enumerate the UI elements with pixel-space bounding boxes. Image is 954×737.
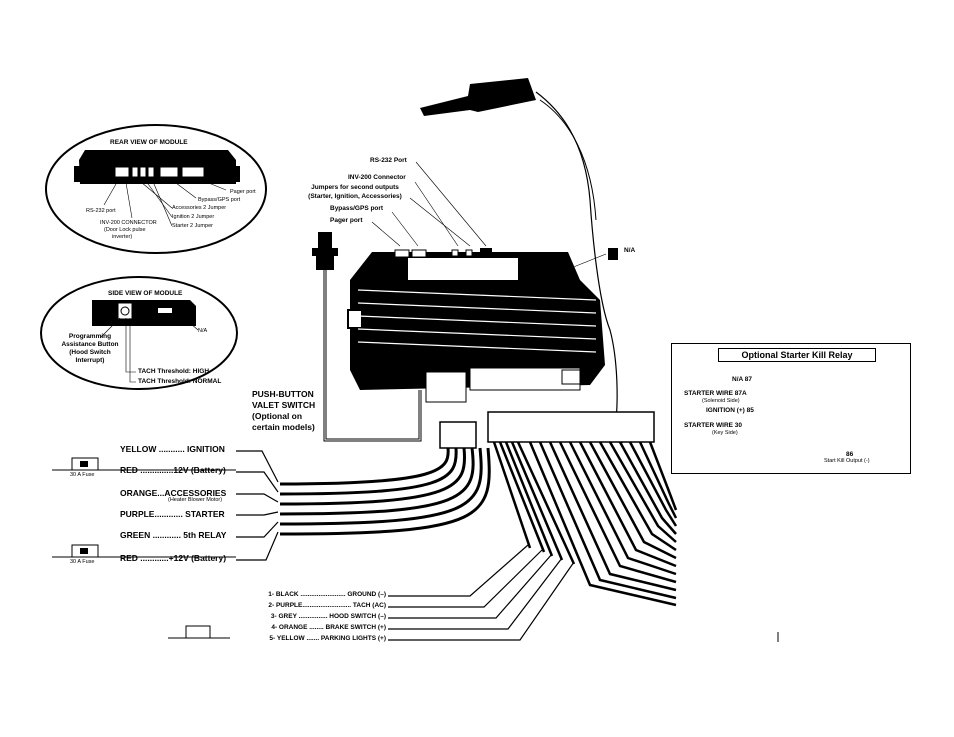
power-wire-orange-sub: (Heater Blower Motor) <box>168 497 223 503</box>
rear-view-title: REAR VIEW OF MODULE <box>110 139 188 146</box>
input-wire-3: 3- GREY ................ HOOD SWITCH (–) <box>270 613 386 620</box>
input-wire-4: 4- ORANGE ........ BRAKE SWITCH (+) <box>271 624 386 631</box>
input-wire-1: 1- BLACK ......................... GROUN… <box>268 591 386 598</box>
na-label: N/A <box>624 247 636 254</box>
valet-switch <box>312 232 422 442</box>
power-wire-purple: PURPLE............ STARTER <box>120 509 225 519</box>
power-wire-green: GREEN ............ 5th RELAY <box>120 530 227 540</box>
relay-sw30: STARTER WIRE 30 <box>684 422 743 429</box>
prog-button-label-4: Interrupt) <box>75 357 105 364</box>
relay-sw87a: STARTER WIRE 87A <box>684 390 747 397</box>
fuse-label-1: 30 A Fuse <box>70 472 95 478</box>
rear-starter-jumper: Starter 2 Jumper <box>172 223 213 229</box>
relay-sw30-sub: (Key Side) <box>712 430 738 436</box>
rear-inv200-label: INV-200 CONNECTOR <box>100 220 157 226</box>
jumpers-label-1: Jumpers for second outputs <box>311 184 399 191</box>
power-wire-arrows <box>236 450 279 561</box>
power-wire-red: RED ..............12V (Battery) <box>120 465 226 475</box>
input-wire-arrows <box>388 544 575 641</box>
valet-label-2: VALET SWITCH <box>252 400 316 410</box>
rs232-port-label: RS-232 Port <box>370 157 407 164</box>
rear-view-module <box>45 124 267 254</box>
relay-panel <box>671 343 911 474</box>
bypass-gps-port-label: Bypass/GPS port <box>330 205 384 212</box>
valet-label-4: certain models) <box>252 422 315 432</box>
tach-high-label: TACH Threshold: HIGH <box>138 368 210 375</box>
side-view-module <box>40 276 238 390</box>
power-wire-orange: ORANGE...ACCESSORIES <box>120 488 227 498</box>
valet-label-1: PUSH-BUTTON <box>252 389 314 399</box>
rear-ignition-jumper: Ignition 2 Jumper <box>172 214 215 220</box>
fuse-icon <box>52 457 236 639</box>
relay-na87: N/A 87 <box>732 376 752 383</box>
side-view-title: SIDE VIEW OF MODULE <box>108 290 183 297</box>
fuse-label-2: 30 A Fuse <box>70 559 95 565</box>
inv200-connector-label: INV-200 Connector <box>348 174 406 181</box>
rear-inv200-sub2: inverter) <box>112 234 133 240</box>
input-wire-5: 5- YELLOW ....... PARKING LIGHTS (+) <box>269 635 386 642</box>
tach-normal-label: TACH Threshold: NORMAL <box>138 378 222 385</box>
rear-inv200-sub1: (Door Lock pulse <box>104 227 146 233</box>
rear-rs232-label: RS-232 port <box>86 208 116 214</box>
relay-ign85: IGNITION (+) 85 <box>706 407 754 414</box>
side-na-label: N/A <box>198 328 208 334</box>
valet-label-3: (Optional on <box>252 411 303 421</box>
prog-button-label-3: (Hood Switch <box>69 349 111 356</box>
relay-sw87a-sub: (Solenoid Side) <box>702 398 740 404</box>
rear-bypass-port-label: Bypass/GPS port <box>198 197 241 203</box>
control-module <box>347 161 618 403</box>
pager-port-label: Pager port <box>330 217 363 224</box>
rear-pager-port-label: Pager port <box>230 189 256 195</box>
prog-button-label-2: Assistance Button <box>61 341 119 348</box>
jumpers-label-2: (Starter, Ignition, Accessories) <box>308 193 402 200</box>
wire-harness <box>279 411 678 607</box>
power-wire-red-2: RED ............+12V (Battery) <box>120 553 227 563</box>
input-wire-2: 2- PURPLE........................... TAC… <box>268 602 386 609</box>
relay-title: Optional Starter Kill Relay <box>718 348 876 362</box>
power-wire-yellow: YELLOW ........... IGNITION <box>120 444 225 454</box>
rear-accessories-jumper: Accessories 2 Jumper <box>172 205 227 211</box>
relay-kill-output: Start Kill Output (-) <box>824 458 870 464</box>
relay-pin86: 86 <box>846 451 854 458</box>
prog-button-label-1: Programming <box>68 333 112 340</box>
